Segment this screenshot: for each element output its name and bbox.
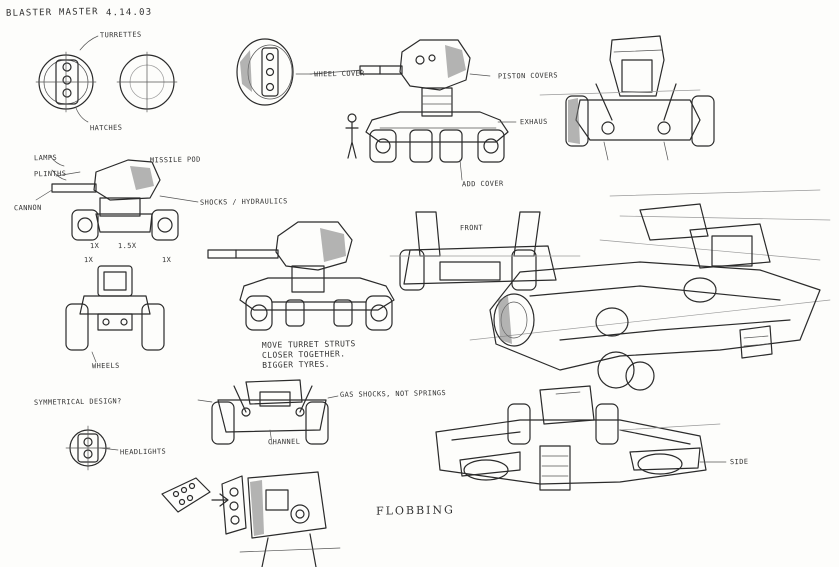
vehicle-rear-view-top-sketch: [539, 35, 715, 161]
headlight-detail-sketch: [65, 425, 111, 471]
turret-detail-bottom-sketch: [161, 471, 341, 567]
callout-leader-lines: [49, 155, 339, 451]
label-missile-pod: MISSILE POD: [149, 155, 201, 165]
label-plinths: PLINTHS: [33, 169, 67, 179]
label-exhaust: EXHAUS: [519, 117, 548, 127]
label-wheel-cover: WHEEL COVER: [313, 69, 365, 79]
label-symmetrical-design: SYMMETRICAL DESIGN?: [33, 397, 122, 407]
label-front: FRONT: [459, 223, 484, 233]
label-cannon: CANNON: [13, 203, 42, 213]
vehicle-side-view-revised-sketch: [207, 221, 395, 331]
revision-note-line-3: BIGGER TYRES.: [262, 359, 331, 370]
vehicle-perspective-large-sketch: [469, 189, 831, 391]
label-piston-covers: PISTON COVERS: [497, 71, 559, 81]
label-side: SIDE: [729, 457, 749, 467]
label-hatches: HATCHES: [89, 123, 123, 133]
label-channel: CHANNEL: [267, 437, 301, 447]
sheet-title: BLASTER MASTER: [5, 7, 99, 19]
label-shocks-hydraulics: SHOCKS / HYDRAULICS: [199, 197, 288, 207]
sheet-date: 4.14.03: [105, 7, 153, 19]
label-headlights: HEADLIGHTS: [119, 447, 167, 457]
wheel-cover-sketch: [236, 38, 313, 106]
label-scale-1x-left: 1X: [89, 241, 100, 251]
vehicle-front-view-mid-sketch: [389, 211, 581, 291]
label-wheels: WHEELS: [91, 361, 120, 371]
vehicle-side-view-top-sketch: [309, 39, 517, 181]
turret-top-view-sketch: [35, 35, 178, 123]
label-scale-1x-front: 1X: [83, 255, 94, 265]
vehicle-side-view-cannon-sketch: [35, 159, 199, 241]
label-lamps: LAMPS: [33, 153, 58, 163]
revision-notes: MOVE TURRET STRUTS CLOSER TOGETHER. BIGG…: [262, 339, 356, 371]
vehicle-rear-view-shocks-sketch: [211, 379, 329, 445]
artist-signature: FLOBBING: [375, 503, 455, 518]
label-add-cover: ADD COVER: [461, 179, 504, 189]
label-scale-1-5x: 1.5X: [117, 241, 137, 251]
vehicle-front-view-small-sketch: [65, 265, 165, 363]
vehicle-rear-view-bottom-sketch: [435, 385, 727, 491]
label-turrets: TURRETTES: [99, 30, 142, 40]
label-scale-1x-right: 1X: [161, 255, 172, 265]
